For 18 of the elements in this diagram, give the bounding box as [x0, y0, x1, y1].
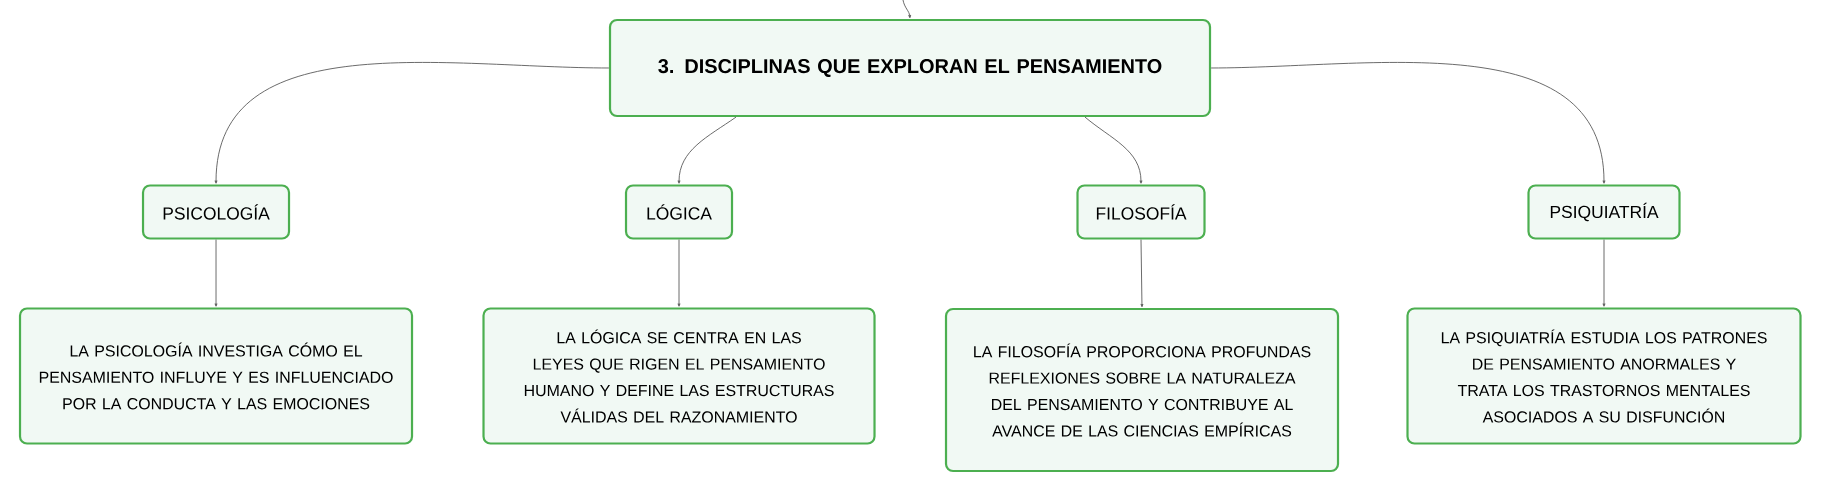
- arrow: [214, 62, 610, 184]
- arrow: [677, 239, 681, 307]
- arrow: [902, 0, 912, 19]
- subtopic-box: FILOSOFÍA: [1076, 184, 1206, 240]
- arrow: [1210, 62, 1606, 184]
- description-box: LA LÓGICA SE CENTRA EN LAS LEYES QUE RIGEN EL PENSAMIENTO HUMANO Y DEFINE LAS ESTRUCTURAS VÁLIDAS DEL RAZONAMIENTO: [482, 307, 876, 445]
- description-box: LA FILOSOFÍA PROPORCIONA PROFUNDAS REFLEXIONES SOBRE LA NATURALEZA DEL PENSAMIENTO Y CONTRIBUYE AL AVANCE DE LAS CIENCIAS EMPÍRICAS: [944, 307, 1340, 473]
- central-topic-box: 3. DISCIPLINAS QUE EXPLORAN EL PENSAMIENTO: [608, 18, 1212, 118]
- subtopic-box: PSICOLOGÍA: [141, 184, 291, 240]
- description-box: LA PSICOLOGÍA INVESTIGA CÓMO EL PENSAMIENTO INFLUYE Y ES INFLUENCIADO POR LA CONDUCTA Y LAS EMOCIONES: [18, 307, 414, 445]
- description-box: LA PSIQUIATRÍA ESTUDIA LOS PATRONES DE PENSAMIENTO ANORMALES Y TRATA LOS TRASTORNOS MENTALES ASOCIADOS A SU DISFUNCIÓN: [1406, 307, 1802, 445]
- arrow: [1602, 239, 1606, 307]
- subtopic-box: LÓGICA: [624, 184, 734, 240]
- arrow: [214, 239, 218, 307]
- arrow: [1140, 239, 1144, 308]
- arrow: [677, 116, 737, 184]
- subtopic-box: PSIQUIATRÍA: [1527, 184, 1681, 240]
- arrow: [1084, 116, 1143, 184]
